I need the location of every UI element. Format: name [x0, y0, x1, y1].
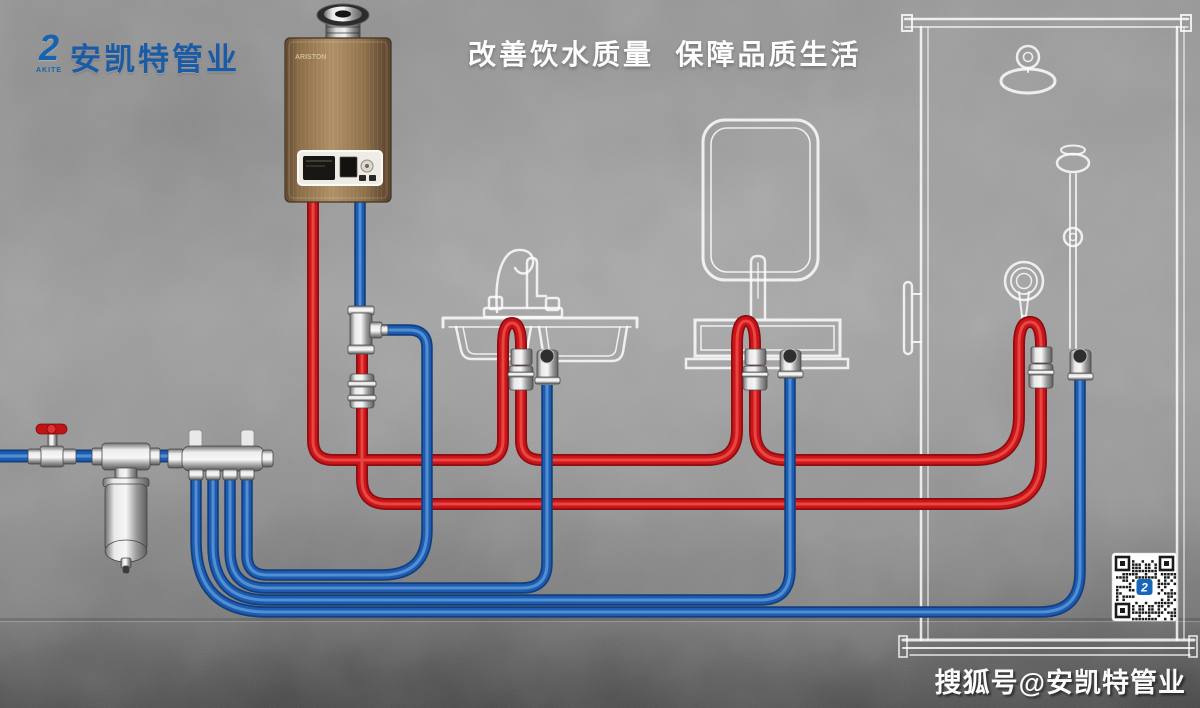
hot-water-pipe [307, 195, 1047, 510]
brand-name: 安凯特管业 [70, 42, 240, 77]
shower-sill-block-left [898, 635, 908, 658]
basin-hot-fittings [741, 348, 769, 391]
shower-rail-slider [1062, 226, 1084, 248]
heater-button-1[interactable] [359, 175, 366, 181]
logo-subtext: AKITE [36, 67, 62, 74]
pipe-fittings [347, 305, 1094, 409]
heater-temp-display [339, 156, 358, 178]
sink-cold-elbow [534, 348, 561, 385]
shower-mixer-inner [1015, 272, 1033, 290]
mirror-outer [701, 118, 820, 282]
shower-sill-block-right [1188, 635, 1198, 658]
heater-brand-label: ARISTON [295, 54, 326, 61]
shower-mixer-mid [1010, 267, 1038, 295]
basin-cold-elbow [777, 348, 804, 379]
cold-run-basin [207, 375, 796, 606]
main-shutoff-valve [27, 423, 77, 468]
return-union-fitting [347, 373, 377, 409]
manifold-top-cap-1 [188, 429, 203, 449]
brand-logo: 2 AKITE 安凯特管业 [36, 30, 240, 79]
watermark-text: 搜狐号@安凯特管业 [934, 668, 1186, 698]
svg-text:2: 2 [1140, 581, 1148, 595]
gas-water-heater: ARISTON [284, 3, 392, 203]
brand-logo-icon: 2 AKITE [36, 27, 62, 75]
shower-mixer-outer [1003, 260, 1045, 302]
basin-top-inner [700, 325, 835, 351]
basin-faucet [749, 254, 767, 320]
ceiling-shower-mount-inner [1022, 51, 1034, 63]
poster-slogan: 改善饮水质量 保障品质生活 [468, 39, 862, 70]
prefilter [91, 442, 161, 574]
sink-faucet-spout [495, 248, 535, 314]
sink-counter [441, 316, 639, 329]
shower-cold-elbow [1067, 348, 1094, 381]
shower-rail-slider-inner [1068, 232, 1078, 242]
heater-button-2[interactable] [369, 175, 376, 181]
shower-frame-cap-right [1180, 14, 1192, 32]
sink-hot-fittings [507, 348, 535, 391]
shower-room-outline [898, 14, 1198, 658]
cold-run-heater [241, 324, 433, 581]
mirror-outline [701, 118, 820, 282]
heater-control-panel [297, 150, 383, 186]
manifold-top-cap-2 [240, 429, 255, 449]
basin-top [693, 318, 842, 358]
cold-run-sink [224, 385, 553, 594]
shower-handle-standoffs [911, 293, 922, 343]
sink-faucet-column [525, 256, 548, 309]
qr-code: 2 [1111, 552, 1178, 622]
cold-run-shower [190, 377, 1086, 618]
qr-center-logo [1136, 579, 1153, 595]
heater-tee-fitting [347, 305, 389, 355]
shower-frame-cap-left [901, 14, 913, 32]
sink-faucet-handle-right [544, 296, 561, 312]
mirror-inner [710, 127, 811, 273]
logo-glyph: 2 [38, 27, 60, 68]
inlet-hardware [27, 423, 274, 574]
ceiling-shower-head [999, 67, 1057, 95]
valve-handle-hub [46, 424, 57, 434]
heater-display [303, 156, 335, 180]
hand-shower-head [1055, 152, 1091, 174]
shower-hot-fittings [1027, 346, 1055, 389]
water-manifold [167, 429, 274, 481]
shower-door-handle [902, 280, 914, 356]
prefilter-drain [122, 565, 130, 574]
